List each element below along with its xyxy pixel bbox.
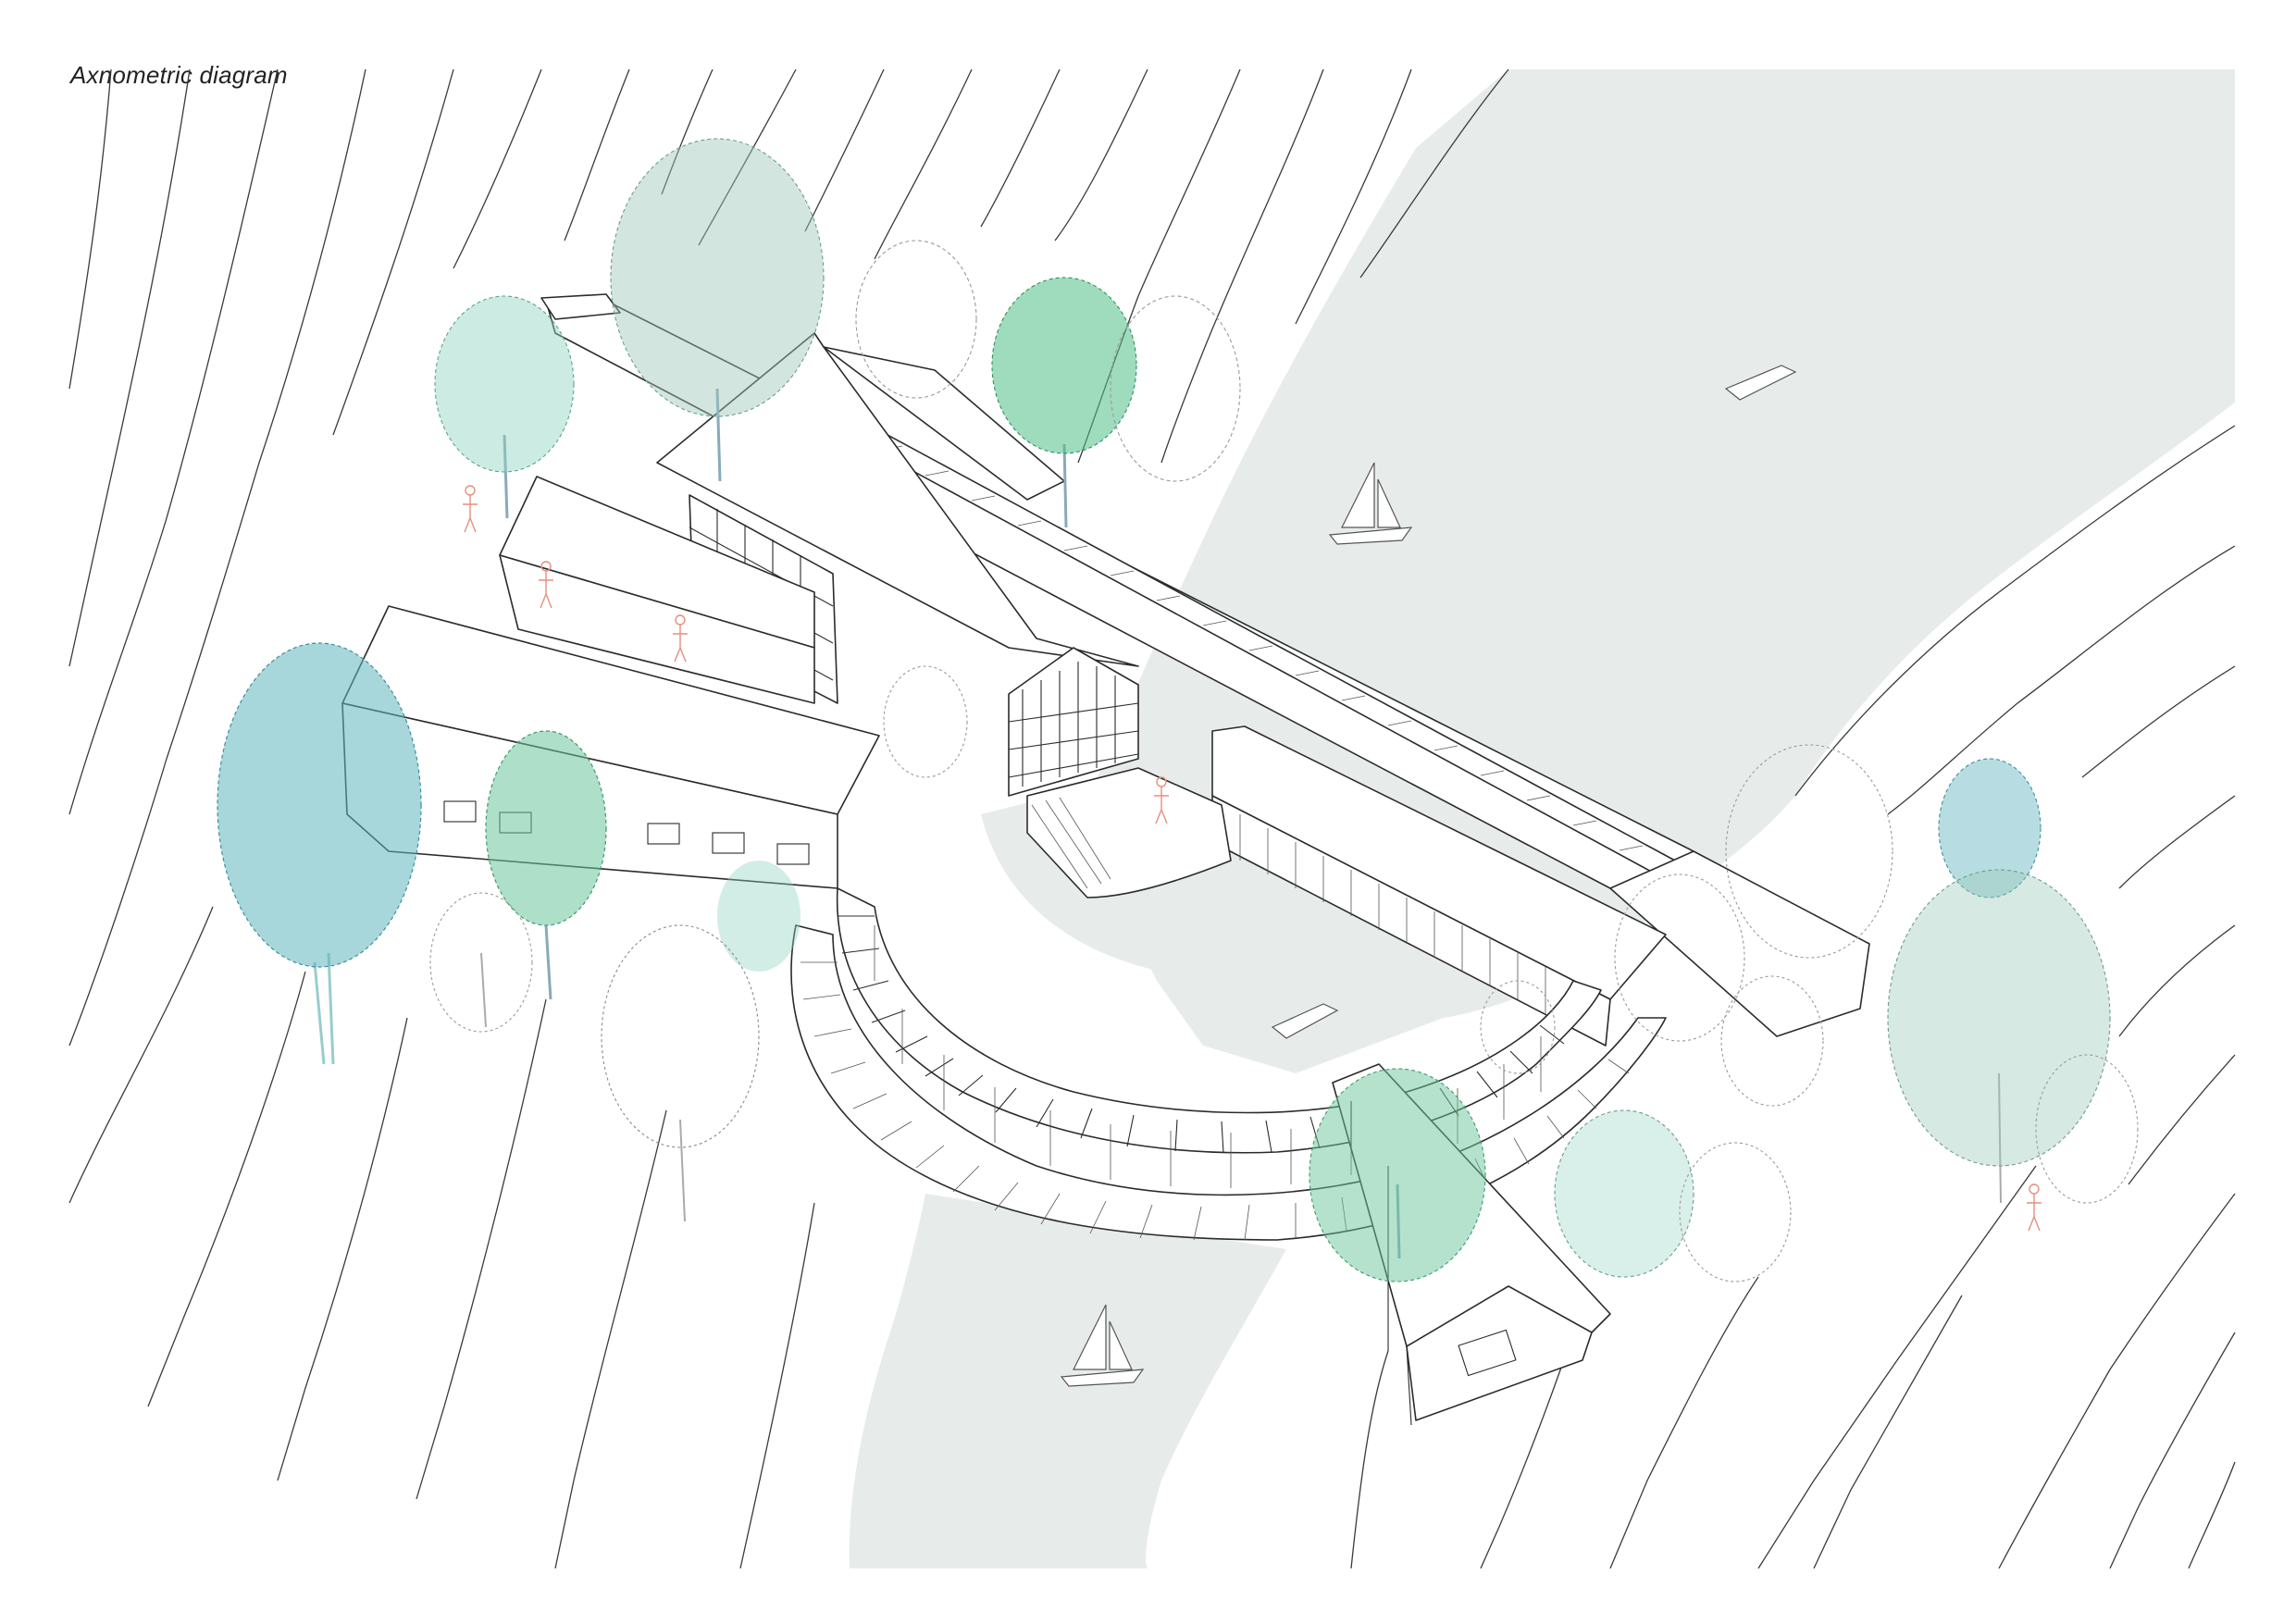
contour-line [1054,68,1148,242]
tree-icon [1720,975,1824,1107]
contour-line [1794,425,2236,797]
contour-line [980,68,1061,228]
tree-icon [717,861,800,972]
contour-line [68,68,112,390]
tree-icon [434,295,575,519]
page-title: Axnometric diagram [70,61,288,89]
contour-line [874,68,973,260]
contour-line [2188,1461,2236,1569]
tree-icon [1480,980,1556,1074]
person-figure-icon [2027,1183,2042,1232]
tree-icon [610,138,825,482]
tree-icon [601,924,760,1222]
tree-icon [1614,873,1745,1042]
tree-icon [1887,869,2111,1204]
contour-line [554,68,797,1569]
tree-icon [1938,758,2042,898]
south-pavilion-window [1458,1329,1517,1377]
entrance-terrace [1026,767,1232,898]
tree-icon [1554,1109,1694,1278]
sailboat-icon [1060,1304,1145,1387]
central-glazing-grid [1008,662,1139,787]
northwest-block-wall [499,554,815,704]
person-figure-icon [539,561,553,609]
contour-lines [68,68,2236,1569]
contour-line [739,68,885,1569]
contour-line [68,68,366,1047]
terrace-deck [1026,767,1232,898]
tree-icon [1309,1068,1486,1282]
contour-line [277,68,630,1481]
west-wing [341,476,880,889]
east-wing-columns [1239,814,1574,1027]
contour-line [1359,68,1509,279]
rowboat-icon [1271,1003,1339,1039]
contour-line [2109,1332,2236,1569]
contour-line [68,68,191,667]
tree-icon [1679,1142,1792,1282]
tree-icon [217,642,422,1065]
north-walkway [540,293,621,320]
contour-line [2118,795,2236,889]
contour-line [1998,1193,2236,1569]
contour-line [68,68,454,1204]
tree-icon [2035,1054,2139,1204]
sailboat-icon [1328,462,1413,545]
contour-line [416,68,714,1500]
contour-line [1887,545,2236,815]
rowboat-icon [1724,365,1797,401]
contour-line [1757,924,2236,1569]
person-figure-icon [1154,776,1169,824]
tree-icon [883,665,968,778]
contour-line [2081,665,2236,778]
contour-line [1160,68,1324,464]
tree-icon [991,277,1137,528]
contour-line [1350,1350,1389,1569]
south-pavilion-gable [1406,1285,1593,1421]
long-roof-end-right [1609,850,1870,1037]
east-wing-roof [1211,725,1667,1000]
person-figure-icon [463,485,478,533]
tree-icon [1110,295,1241,482]
contour-line [1813,1054,2236,1569]
tree-icon [1725,744,1893,959]
central-hall-roof [656,332,1139,667]
contour-line [1609,1276,1759,1569]
person-figure-icon [673,614,688,663]
ring-canopy [836,887,1602,1154]
contour-line [1295,68,1412,325]
tree-icon [855,240,977,399]
tree-icon [429,892,533,1033]
terrace-rail [1031,797,1111,889]
walkway-deck [540,293,621,320]
tree-icon [485,730,607,1000]
contour-line [147,68,542,1407]
contour-line [68,68,279,815]
